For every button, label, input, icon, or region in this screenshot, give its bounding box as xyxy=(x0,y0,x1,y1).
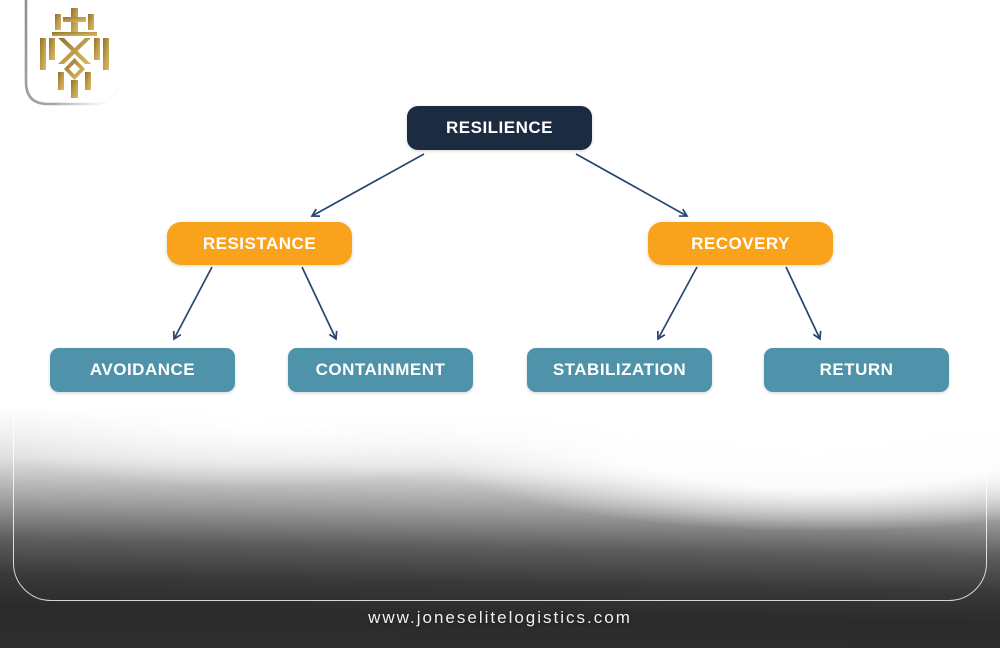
brand-logo-area xyxy=(0,0,145,123)
logo-frame-ornament xyxy=(24,0,120,106)
node-avoidance-label: AVOIDANCE xyxy=(89,360,196,379)
node-recovery-label: RECOVERY xyxy=(691,233,790,253)
node-resistance: RESISTANCE xyxy=(167,222,352,265)
node-avoidance: AVOIDANCE xyxy=(50,348,235,392)
node-resilience-label: RESILIENCE xyxy=(445,118,554,137)
edge-resilience-resistance xyxy=(310,153,425,217)
node-containment: CONTAINMENT xyxy=(288,348,473,392)
edge-resistance-containment xyxy=(301,266,338,341)
edge-recovery-stabilization xyxy=(656,266,698,341)
lion-crown-emblem-icon xyxy=(24,0,120,106)
edge-recovery-return xyxy=(785,266,822,341)
lion-glyph xyxy=(40,8,109,98)
footer-website-url: www.joneselitelogistics.com xyxy=(368,608,632,627)
node-resistance-label: RESISTANCE xyxy=(202,233,317,253)
node-resilience: RESILIENCE xyxy=(407,106,592,150)
node-recovery: RECOVERY xyxy=(648,222,833,265)
node-return-label: RETURN xyxy=(819,360,894,379)
node-containment-label: CONTAINMENT xyxy=(315,360,446,379)
edge-resilience-recovery xyxy=(575,153,689,217)
node-stabilization-label: STABILIZATION xyxy=(552,360,687,379)
node-return: RETURN xyxy=(764,348,949,392)
node-stabilization: STABILIZATION xyxy=(527,348,712,392)
smoke-gradient-background xyxy=(0,408,1000,648)
edge-resistance-avoidance xyxy=(172,266,213,341)
